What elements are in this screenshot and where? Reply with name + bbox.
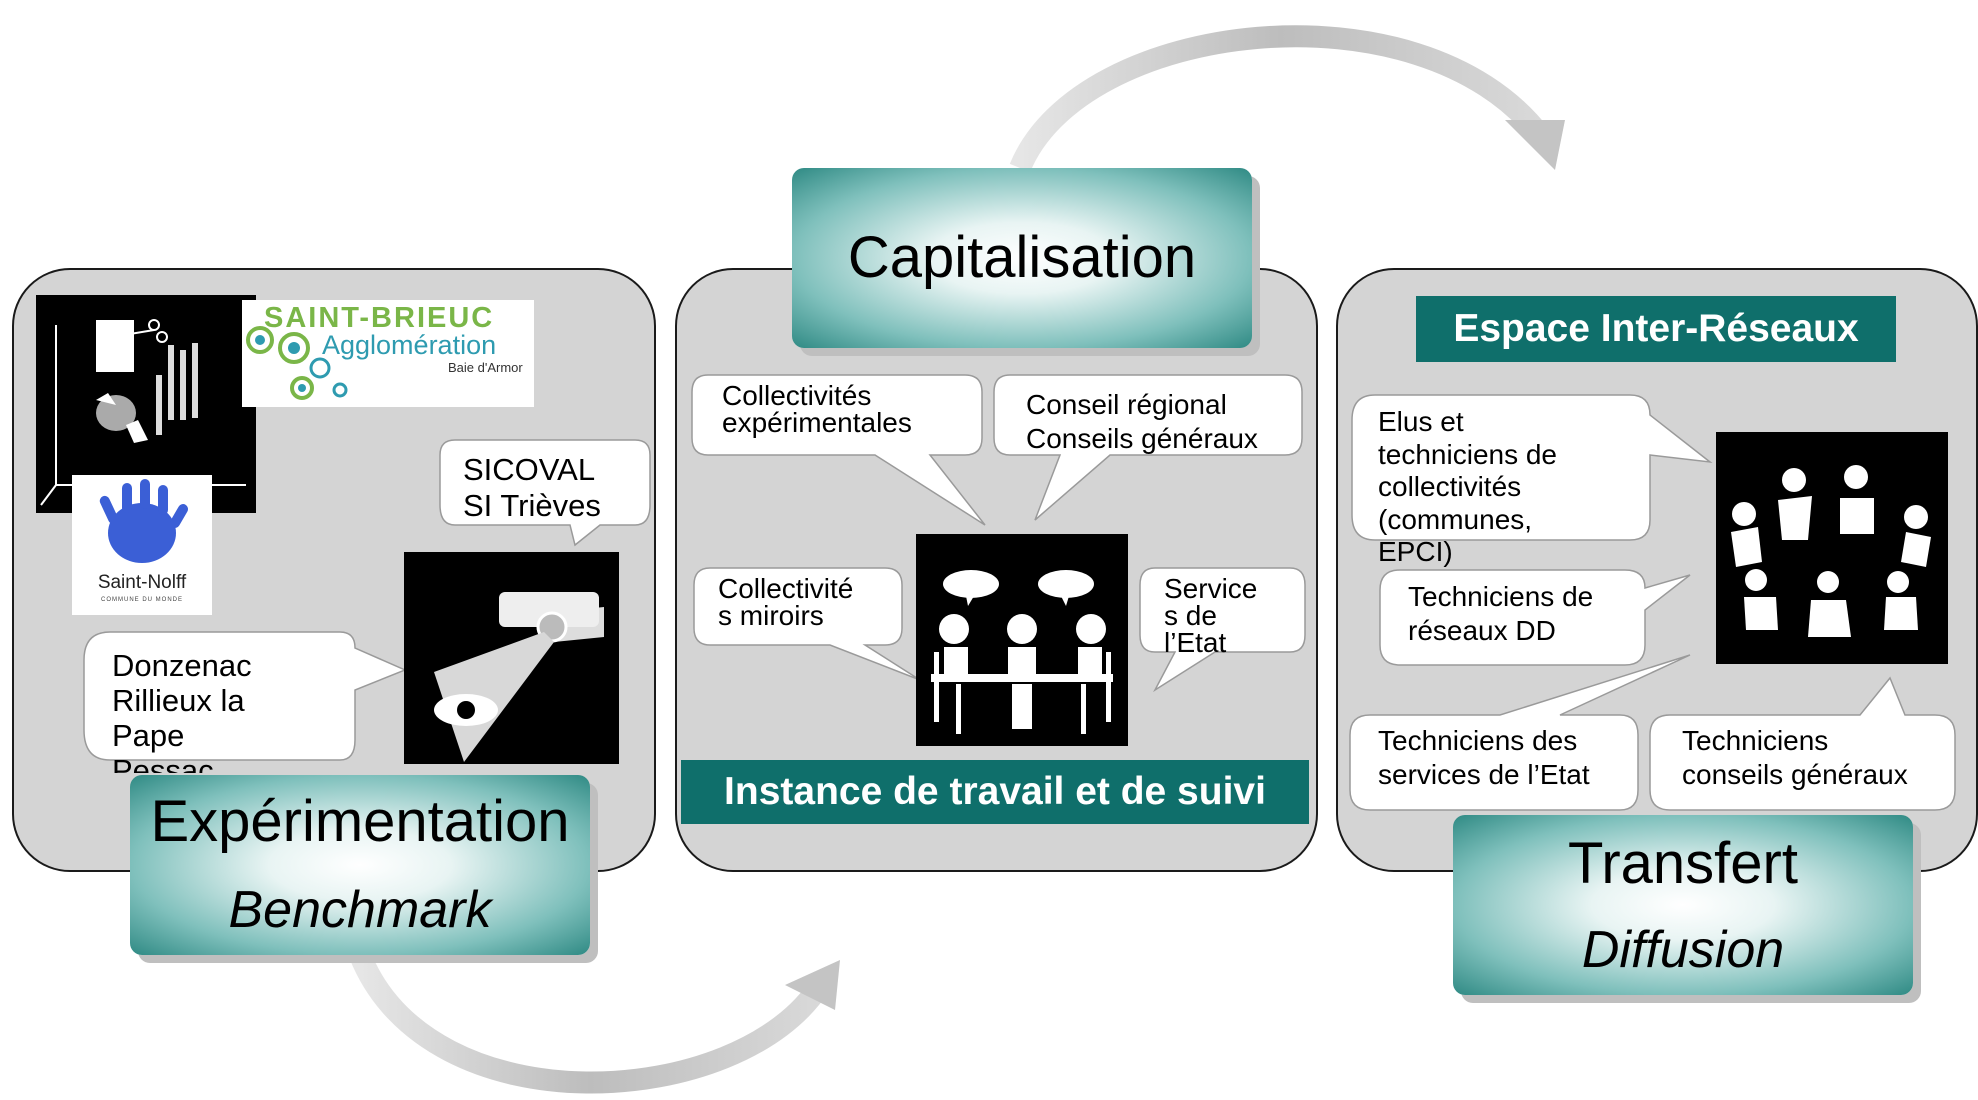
saint-nolff-logo: Saint-Nolff COMMUNE DU MONDE [72,475,212,615]
bottom-arrow-head [785,960,840,1010]
capitalisation-box: Capitalisation [792,168,1252,348]
saint-nolff-name: Saint-Nolff [97,572,187,593]
bubble-top-left-text: Collectivités expérimentales [722,380,912,438]
bubble-cg-shape [1649,676,1956,811]
bubble-communes-text: Donzenac Rillieux la Pape Pessac [112,648,252,773]
bubble-cg-text: Techniciens conseils généraux [1682,725,1908,790]
bubble-mid-left-shape [693,567,921,681]
saint-brieuc-logo-line2: Agglomération [322,330,497,360]
meeting-table-icon [916,534,1128,746]
bubble-sicoval-text: SICOVAL SI Trièves [463,452,601,523]
top-cycle-arrow [1009,25,1549,173]
experimentation-title: Expérimentation [150,789,570,854]
saint-brieuc-logo-line3: Baie d'Armor [448,360,523,375]
transfert-title: Transfert [1568,831,1798,896]
espace-inter-reseaux-bar: Espace Inter-Réseaux [1416,296,1896,362]
bubble-mid-right-shape [1139,567,1306,693]
bubble-reseaux-text: Techniciens de réseaux DD [1408,581,1594,646]
top-arrow-head [1505,120,1565,170]
bubble-sicoval-shape [439,439,651,547]
saint-brieuc-logo: SAINT-BRIEUC Agglomération Baie d'Armor [242,300,534,407]
bubble-etat-text: Techniciens des services de l’Etat [1378,725,1590,790]
blue-hand-icon [99,479,188,563]
bubble-mid-right-text: Service s de l’Etat [1164,573,1258,658]
bubble-elus-text: Elus et techniciens de collectivités (co… [1378,406,1558,567]
saint-nolff-tagline: COMMUNE DU MONDE [101,597,183,603]
experimentation-box: Expérimentation Benchmark [130,775,590,955]
people-circle-icon [1716,432,1948,664]
bottom-cycle-arrow [349,950,830,1094]
bubble-etat-shape [1349,654,1691,811]
projector-eye-icon [404,552,619,764]
bubble-top-right-text: Conseil régional Conseils généraux [1026,389,1258,454]
experimentation-subtitle: Benchmark [228,881,492,939]
saint-brieuc-logo-line1: SAINT-BRIEUC [264,302,495,334]
saint-brieuc-circles-icon [246,326,348,400]
instance-bar: Instance de travail et de suivi [681,760,1309,824]
capitalisation-title: Capitalisation [847,225,1197,290]
bubble-communes-shape [83,631,407,761]
bubble-top-right-shape [993,374,1303,521]
transfert-box: Transfert Diffusion [1453,815,1913,995]
bubble-reseaux-shape [1379,569,1691,666]
transfert-subtitle: Diffusion [1581,921,1785,979]
bubble-top-left-shape [691,374,986,526]
bubble-mid-left-text: Collectivité s miroirs [718,573,854,631]
bubble-elus-shape [1351,394,1713,541]
